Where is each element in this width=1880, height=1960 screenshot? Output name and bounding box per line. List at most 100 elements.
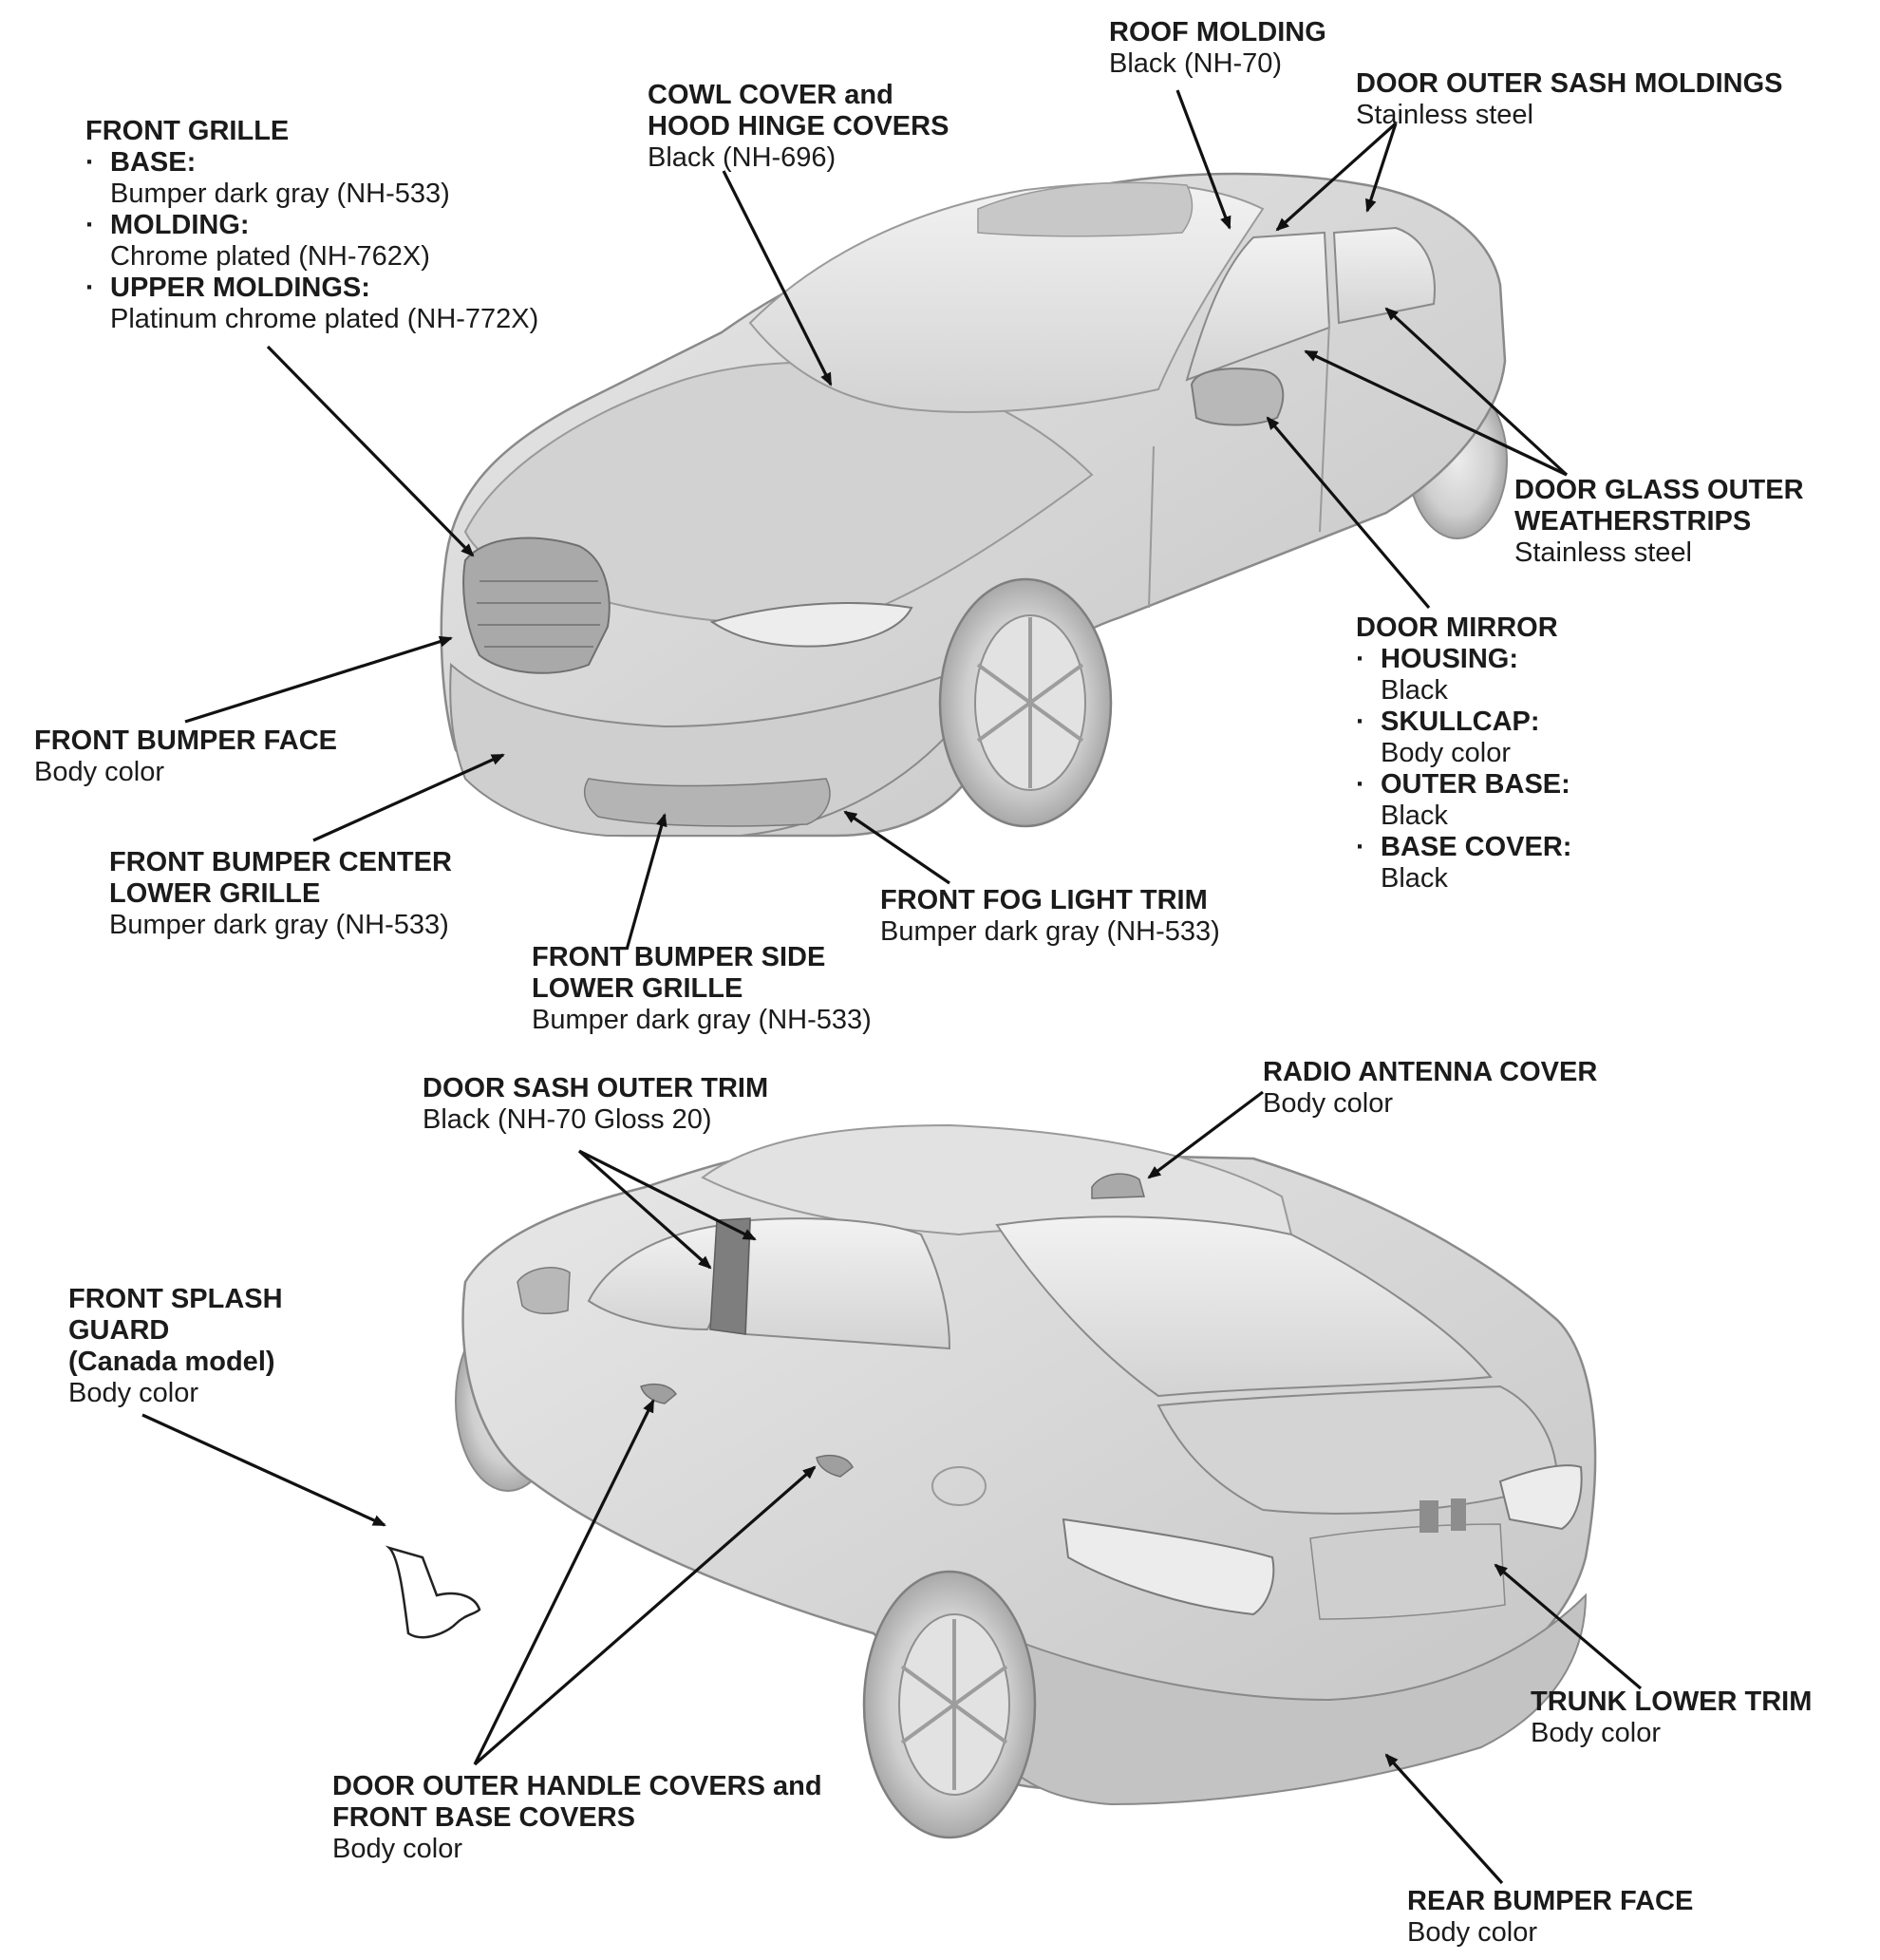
arrow-cowl-cover — [722, 170, 833, 386]
antenna-fin — [1091, 1173, 1145, 1199]
label-item: ·UPPER MOLDINGS: — [85, 273, 370, 303]
label-title: GUARD — [68, 1315, 170, 1346]
arrow-door-handle-2 — [473, 1465, 817, 1766]
windshield — [748, 181, 1265, 413]
label-item: ·MOLDING: — [85, 210, 250, 240]
label-value: Bumper dark gray (NH-533) — [532, 1005, 872, 1035]
label-value: Black (NH-696) — [648, 142, 837, 173]
label-front-splash-guard: FRONT SPLASH GUARD (Canada model) Body c… — [68, 1284, 283, 1409]
rear-emblem-marks — [1419, 1498, 1466, 1533]
grille-slats — [477, 580, 601, 648]
label-item: ·SKULLCAP: — [1356, 707, 1540, 737]
left-taillight — [1062, 1517, 1275, 1616]
label-cowl-cover: COWL COVER and HOOD HINGE COVERS Black (… — [648, 80, 949, 174]
door-sash-trim — [709, 1217, 751, 1335]
arrow-front-bumper-center — [312, 753, 505, 842]
label-title: FRONT FOG LIGHT TRIM — [880, 885, 1208, 915]
door-mirror — [1190, 368, 1285, 426]
arrow-door-mirror — [1266, 416, 1431, 610]
item-name: HOUSING: — [1381, 644, 1518, 674]
rear-side-window — [1332, 226, 1436, 325]
item-name: UPPER MOLDINGS: — [110, 273, 370, 303]
rear-view-car — [455, 1123, 1597, 1839]
arrow-splash-guard — [141, 1413, 386, 1527]
rear-door-handle — [816, 1455, 854, 1478]
label-title: LOWER GRILLE — [532, 973, 743, 1004]
leader-arrows — [141, 89, 1643, 1885]
label-door-glass-weatherstrips: DOOR GLASS OUTER WEATHERSTRIPS Stainless… — [1514, 475, 1804, 569]
label-front-bumper-face: FRONT BUMPER FACE Body color — [34, 726, 337, 788]
label-title: COWL COVER and — [648, 80, 893, 110]
label-title: FRONT BASE COVERS — [332, 1802, 636, 1833]
label-front-grille: FRONT GRILLE ·BASE: Bumper dark gray (NH… — [85, 116, 538, 335]
label-value: Bumper dark gray (NH-533) — [880, 916, 1220, 947]
label-title: WEATHERSTRIPS — [1514, 506, 1752, 537]
arrow-sash-trim-2 — [578, 1149, 757, 1241]
label-value: Body color — [34, 757, 165, 787]
label-title: LOWER GRILLE — [109, 878, 321, 909]
label-value: Bumper dark gray (NH-533) — [109, 910, 449, 940]
license-plate-recess — [1309, 1523, 1506, 1620]
label-roof-molding: ROOF MOLDING Black (NH-70) — [1109, 17, 1326, 80]
front-bumper — [449, 662, 961, 837]
item-value: Chrome plated (NH-762X) — [110, 241, 430, 272]
label-value: Body color — [1407, 1917, 1538, 1948]
label-front-bumper-center-grille: FRONT BUMPER CENTER LOWER GRILLE Bumper … — [109, 847, 452, 941]
label-title: HOOD HINGE COVERS — [648, 111, 949, 141]
item-name: BASE: — [110, 147, 197, 178]
label-value: Stainless steel — [1356, 100, 1533, 130]
label-value: Black (NH-70 Gloss 20) — [423, 1104, 712, 1135]
label-title: FRONT BUMPER FACE — [34, 726, 337, 756]
arrow-radio-antenna — [1147, 1090, 1264, 1179]
label-value: Body color — [1263, 1088, 1394, 1119]
arrow-door-outer-sash-1 — [1275, 122, 1398, 232]
front-grille-shape — [462, 537, 611, 674]
item-value: Bumper dark gray (NH-533) — [110, 179, 450, 209]
label-title: DOOR GLASS OUTER — [1514, 475, 1804, 505]
label-door-sash-outer-trim: DOOR SASH OUTER TRIM Black (NH-70 Gloss … — [423, 1073, 768, 1136]
label-value: Body color — [68, 1378, 199, 1408]
label-title: FRONT BUMPER SIDE — [532, 942, 826, 972]
arrow-door-glass-2 — [1384, 307, 1569, 477]
label-rear-bumper-face: REAR BUMPER FACE Body color — [1407, 1886, 1693, 1949]
item-value: Platinum chrome plated (NH-772X) — [110, 304, 539, 334]
label-title: FRONT BUMPER CENTER — [109, 847, 452, 877]
front-view-car — [440, 172, 1508, 838]
label-door-mirror: DOOR MIRROR ·HOUSING: Black ·SKULLCAP: B… — [1356, 612, 1571, 895]
item-name: MOLDING: — [110, 210, 250, 240]
label-trunk-lower-trim: TRUNK LOWER TRIM Body color — [1531, 1687, 1812, 1749]
item-value: Body color — [1381, 738, 1512, 768]
label-value: Black (NH-70) — [1109, 48, 1283, 79]
rear-wheel-spokes — [900, 1619, 1008, 1790]
label-item: ·BASE: — [85, 147, 197, 178]
label-title: ROOF MOLDING — [1109, 17, 1326, 47]
item-value: Black — [1381, 863, 1448, 894]
door-lines — [1148, 322, 1330, 609]
label-item: ·HOUSING: — [1356, 644, 1518, 674]
front-side-window — [1185, 231, 1331, 382]
label-radio-antenna-cover: RADIO ANTENNA COVER Body color — [1263, 1057, 1597, 1120]
arrow-front-bumper-face — [184, 635, 453, 724]
label-item: ·BASE COVER: — [1356, 832, 1572, 862]
label-value: Body color — [1531, 1718, 1662, 1748]
rear-car-rear-window — [743, 1217, 951, 1350]
arrow-trunk-lower-trim — [1494, 1563, 1643, 1690]
arrow-front-grille — [266, 345, 475, 557]
label-title: FRONT SPLASH — [68, 1284, 283, 1314]
item-value: Black — [1381, 675, 1448, 706]
label-title: TRUNK LOWER TRIM — [1531, 1687, 1813, 1717]
item-name: BASE COVER: — [1381, 832, 1572, 862]
label-title: DOOR OUTER HANDLE COVERS and — [332, 1771, 822, 1801]
item-name: SKULLCAP: — [1381, 707, 1540, 737]
label-title: FRONT GRILLE — [85, 116, 290, 146]
label-title: DOOR OUTER SASH MOLDINGS — [1356, 68, 1783, 99]
splash-guard — [385, 1545, 481, 1639]
arrow-door-glass-1 — [1304, 349, 1568, 477]
sunroof — [977, 181, 1194, 237]
fuel-door — [931, 1466, 987, 1506]
arrow-door-handle-1 — [473, 1399, 655, 1765]
label-door-outer-sash-moldings: DOOR OUTER SASH MOLDINGS Stainless steel — [1356, 68, 1783, 131]
label-title: REAR BUMPER FACE — [1407, 1886, 1694, 1916]
label-title: DOOR MIRROR — [1356, 612, 1558, 643]
